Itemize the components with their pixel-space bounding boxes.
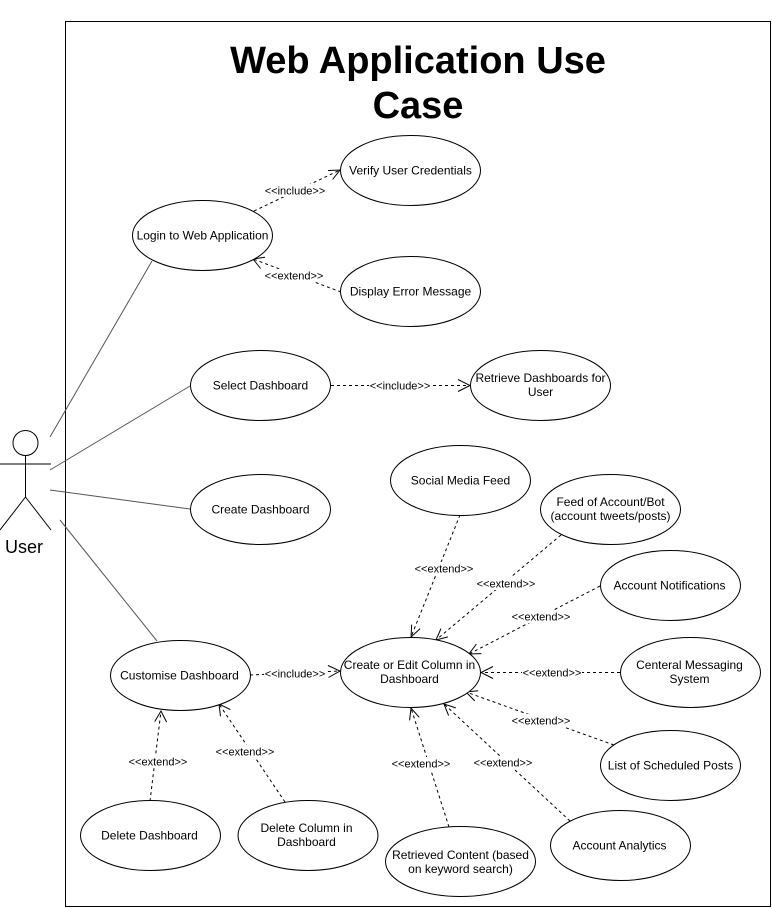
use-case-label: Account Notifications — [613, 579, 725, 593]
open-arrowhead — [327, 169, 342, 180]
open-arrowhead — [410, 624, 421, 639]
use-case-retrieved-content: Retrieved Content (based on keyword sear… — [385, 826, 536, 897]
association-customise — [59, 519, 158, 642]
use-case-label: Social Media Feed — [411, 474, 510, 488]
use-case-label: Customise Dashboard — [120, 669, 239, 683]
relation-error-login: <<extend>> — [252, 256, 342, 293]
use-case-label: Retrieve Dashboards for — [475, 371, 605, 385]
relation-retrieved-edit: <<extend>> — [391, 706, 451, 828]
use-case-label: Account Analytics — [572, 839, 666, 853]
relation-label: <<extend>> — [129, 757, 188, 769]
relation-sched-edit: <<extend>> — [464, 690, 615, 746]
diagram-title-line-1: Web Application Use — [230, 40, 606, 82]
relation-label: <<extend>> — [216, 747, 275, 759]
use-case-verify-credentials: Verify User Credentials — [340, 135, 481, 206]
use-case-label: Select Dashboard — [213, 379, 308, 393]
use-case-social-media-feed: Social Media Feed — [390, 445, 531, 516]
use-case-label: User — [528, 385, 553, 399]
use-case-create-edit-column: Create or Edit Column in Dashboard — [340, 637, 481, 708]
use-case-display-error: Display Error Message — [340, 256, 481, 327]
use-case-label: Display Error Message — [350, 285, 472, 299]
association-create — [49, 489, 191, 510]
relation-label: <<extend>> — [512, 612, 571, 624]
use-case-delete-column: Delete Column in Dashboard — [237, 800, 379, 871]
use-case-central-messaging: Centeral Messaging System — [620, 637, 761, 708]
use-case-label: Dashboard — [380, 672, 439, 686]
use-case-label: Create Dashboard — [211, 503, 309, 517]
use-case-label: Verify User Credentials — [349, 164, 472, 178]
use-case-select-dashboard: Select Dashboard — [190, 350, 331, 421]
actor-associations — [49, 260, 191, 642]
relation-label: <<include>> — [265, 186, 326, 198]
use-case-customise-dashboard: Customise Dashboard — [110, 640, 251, 711]
use-case-label: Delete Column in — [260, 821, 352, 835]
relation-label: <<include>> — [265, 669, 326, 681]
open-arrowhead — [327, 665, 342, 678]
open-arrowhead — [154, 709, 168, 723]
use-case-label: Centeral Messaging — [636, 658, 743, 672]
relation-label: <<include>> — [370, 381, 431, 393]
use-case-label: System — [669, 672, 709, 686]
actor-left-leg — [0, 496, 26, 531]
diagram-title-line-2: Case — [373, 85, 464, 127]
relation-central-edit: <<extend>> — [479, 666, 620, 680]
use-case-label: on keyword search) — [408, 862, 513, 876]
relation-customise-edit: <<include>> — [249, 665, 342, 681]
actor-label: User — [5, 537, 43, 557]
use-case-label: Feed of Account/Bot — [556, 495, 665, 509]
use-case-create-dashboard: Create Dashboard — [190, 474, 331, 545]
actor-head — [12, 430, 39, 456]
use-case-label: Delete Dashboard — [101, 829, 198, 843]
use-case-delete-dashboard: Delete Dashboard — [80, 800, 221, 871]
relation-feed-edit: <<extend>> — [435, 534, 562, 641]
user-actor: User — [0, 430, 52, 557]
association-select — [49, 385, 191, 471]
use-case-account-notifications: Account Notifications — [600, 550, 741, 621]
relation-label: <<extend>> — [512, 716, 571, 728]
relation-label: <<extend>> — [477, 579, 536, 591]
relation-label: <<extend>> — [523, 668, 582, 680]
use-case-account-analytics: Account Analytics — [550, 810, 691, 881]
use-case-scheduled-posts: List of Scheduled Posts — [600, 730, 741, 801]
use-case-label: (account tweets/posts) — [550, 509, 670, 523]
relation-label: <<extend>> — [265, 271, 324, 283]
relation-select-retrieve: <<include>> — [331, 379, 472, 393]
actor-right-leg — [25, 496, 52, 531]
use-case-retrieve-dashboards: Retrieve Dashboards for User — [470, 350, 611, 421]
relation-label: <<extend>> — [474, 758, 533, 770]
relation-login-verify: <<include>> — [253, 169, 342, 212]
relation-deldash-customise: <<extend>> — [128, 709, 188, 802]
relation-label: <<extend>> — [392, 759, 451, 771]
use-case-label: Create or Edit Column in — [344, 658, 475, 672]
use-case-feed-account-bot: Feed of Account/Bot (account tweets/post… — [540, 474, 681, 545]
association-login — [49, 260, 153, 438]
use-case-label: Login to Web Application — [137, 229, 269, 243]
use-case-login: Login to Web Application — [132, 200, 273, 271]
relation-social-edit: <<extend>> — [410, 514, 474, 639]
use-case-label: Dashboard — [277, 835, 336, 849]
relation-analytics-edit: <<extend>> — [443, 703, 571, 822]
open-arrowhead — [409, 706, 420, 721]
relation-label: <<extend>> — [415, 564, 474, 576]
open-arrowhead — [443, 703, 456, 716]
relation-notif-edit: <<extend>> — [467, 585, 601, 655]
relation-delcol-customise: <<extend>> — [215, 703, 286, 803]
use-case-label: Retrieved Content (based — [392, 848, 529, 862]
use-case-label: List of Scheduled Posts — [608, 759, 733, 773]
